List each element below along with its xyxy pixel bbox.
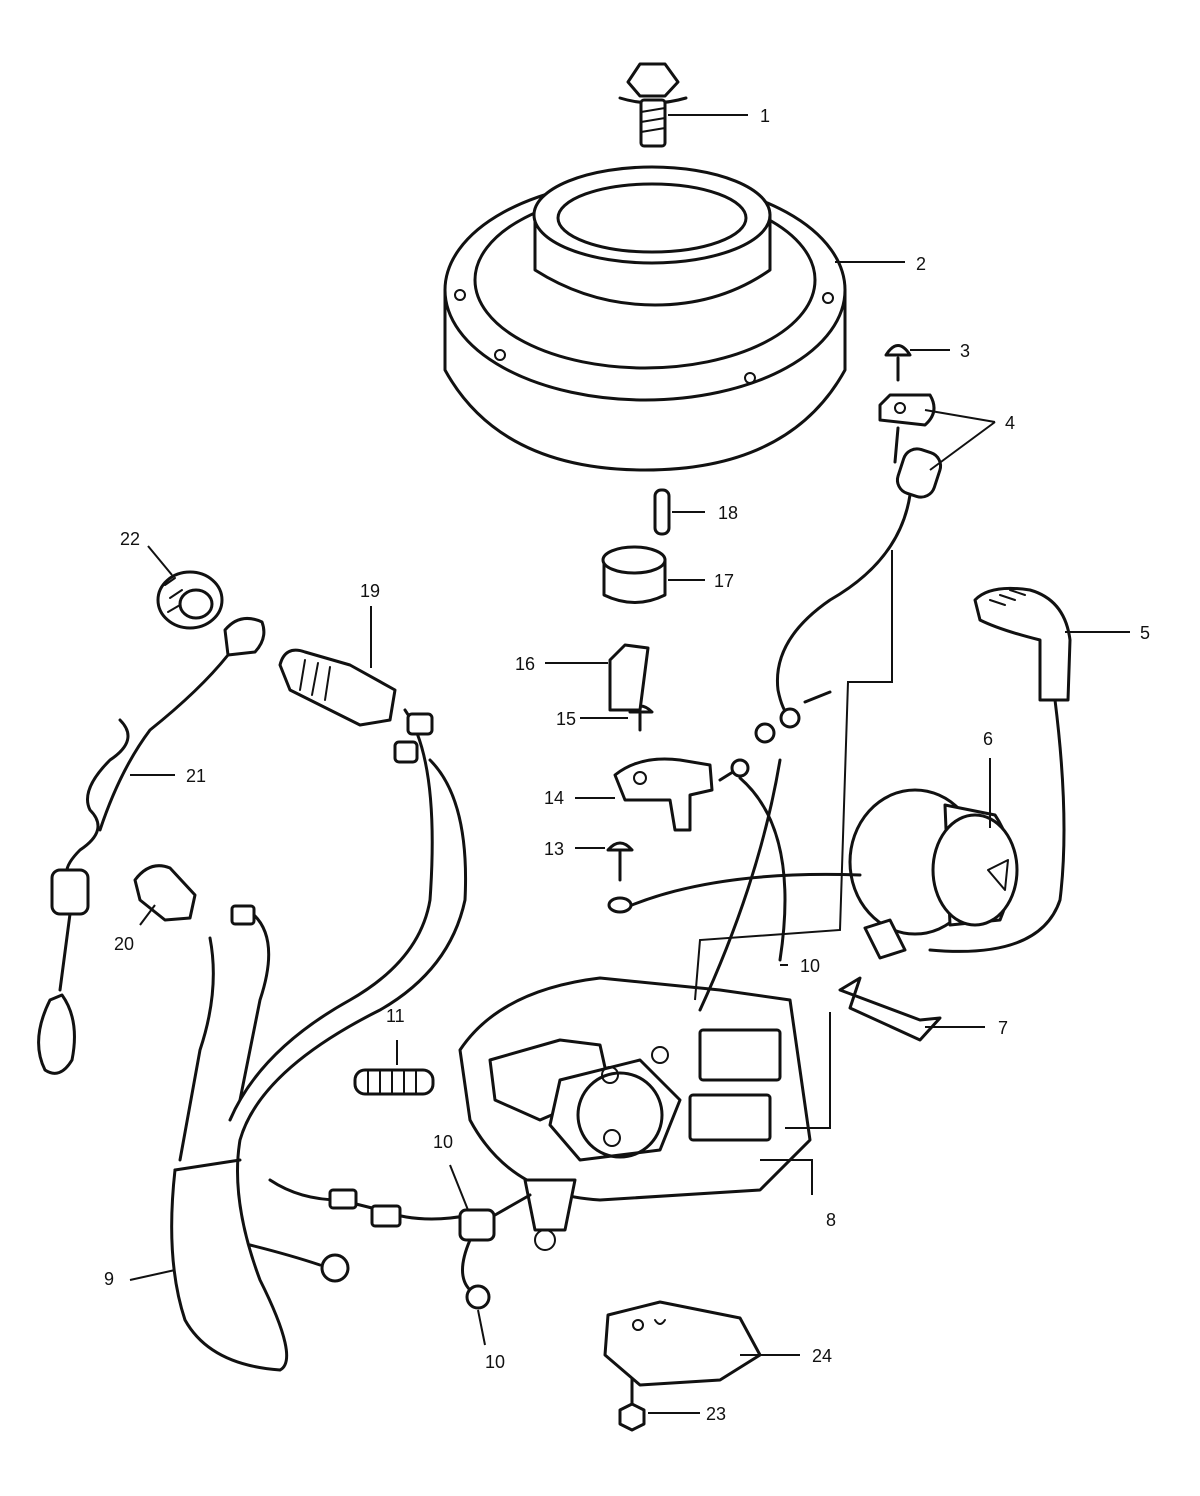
callout-11: 11 xyxy=(386,1006,405,1026)
part-17-collar xyxy=(601,545,667,604)
callout-22: 22 xyxy=(120,529,140,549)
callout-8: 8 xyxy=(826,1210,836,1230)
callout-10-c: 10 xyxy=(485,1352,505,1372)
callout-20: 20 xyxy=(114,934,134,954)
callout-7: 7 xyxy=(998,1018,1008,1038)
callout-10-b: 10 xyxy=(433,1132,453,1152)
part-23-screw xyxy=(618,1376,646,1432)
ground-lead xyxy=(775,493,912,720)
high-tension-lead xyxy=(928,698,1066,953)
part-13-screw xyxy=(606,841,862,914)
callout-10-a: 10 xyxy=(800,956,820,976)
part-19-stop-switch xyxy=(278,648,434,764)
callout-24: 24 xyxy=(812,1346,832,1366)
part-11-spring xyxy=(353,1068,435,1096)
part-8-stator-plate xyxy=(458,976,812,1251)
part-6-ignition-coil xyxy=(848,788,1019,960)
callout-4: 4 xyxy=(1005,413,1015,433)
callout-5: 5 xyxy=(1140,623,1150,643)
leader-lines xyxy=(129,114,1130,1414)
callout-16: 16 xyxy=(515,654,535,674)
callout-2: 2 xyxy=(916,254,926,274)
part-20-switch-connector xyxy=(133,864,271,1162)
callout-18: 18 xyxy=(718,503,738,523)
callout-17: 17 xyxy=(714,571,734,591)
part-24-cover-plate xyxy=(603,1300,762,1387)
callout-19: 19 xyxy=(360,581,380,601)
part-22-knurled-nut xyxy=(156,570,224,630)
part-1-flange-bolt xyxy=(618,62,688,148)
callout-6: 6 xyxy=(983,729,993,749)
callout-labels: 1 2 3 4 5 6 7 8 9 10 10 10 11 13 14 15 1… xyxy=(104,106,1150,1424)
part-10-terminals xyxy=(458,758,782,1310)
part-9-wiring-harness xyxy=(170,708,472,1372)
part-7-clip xyxy=(838,976,942,1042)
part-14-contact-breaker xyxy=(613,722,787,962)
part-21-lanyard xyxy=(37,616,266,1075)
part-5-spark-plug-cap xyxy=(973,586,1072,702)
part-16-felt-pad xyxy=(608,643,650,712)
callout-21: 21 xyxy=(186,766,206,786)
callout-14: 14 xyxy=(544,788,564,808)
part-3-screw xyxy=(884,344,912,382)
callout-9: 9 xyxy=(104,1269,114,1289)
callout-1: 1 xyxy=(760,106,770,126)
callout-3: 3 xyxy=(960,341,970,361)
part-2-flywheel xyxy=(443,165,847,472)
callout-15: 15 xyxy=(556,709,576,729)
callout-23: 23 xyxy=(706,1404,726,1424)
part-18-pin xyxy=(653,488,671,536)
callout-13: 13 xyxy=(544,839,564,859)
part-4-clamp xyxy=(878,393,943,499)
